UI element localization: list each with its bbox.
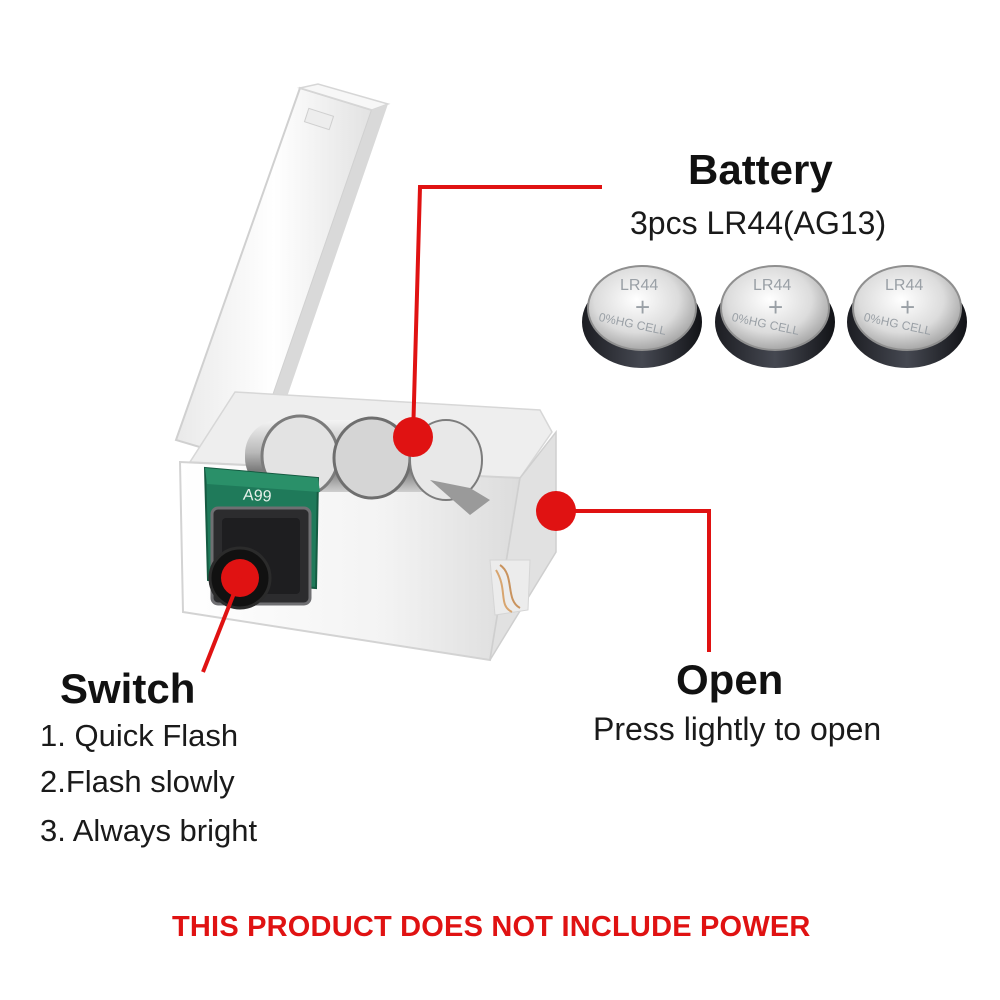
switch-mode-always-bright: 3. Always bright bbox=[40, 813, 258, 848]
cell-plus-mark: + bbox=[900, 292, 915, 322]
switch-title: Switch bbox=[60, 665, 196, 712]
switch-mode-flash-slowly: 2.Flash slowly bbox=[40, 764, 235, 799]
lr44-cell-2: LR44 + 0%HG CELL bbox=[715, 265, 835, 368]
open-subtitle: Press lightly to open bbox=[593, 711, 882, 747]
push-switch[interactable] bbox=[208, 506, 312, 610]
cell-label: LR44 bbox=[620, 277, 658, 294]
switch-mode-quick-flash: 1. Quick Flash bbox=[40, 718, 239, 753]
open-title: Open bbox=[676, 656, 784, 703]
cell-label: LR44 bbox=[753, 277, 791, 294]
open-callout bbox=[536, 491, 711, 652]
cell-plus-mark: + bbox=[635, 292, 650, 322]
pcb-marking: A99 bbox=[242, 487, 272, 506]
box-lid[interactable] bbox=[174, 83, 391, 464]
lr44-cell-1: LR44 + 0%HG CELL bbox=[582, 265, 702, 368]
battery-callout bbox=[393, 185, 602, 457]
cell-label: LR44 bbox=[885, 277, 923, 294]
power-warning: THIS PRODUCT DOES NOT INCLUDE POWER bbox=[172, 911, 811, 943]
lr44-cell-3: LR44 + 0%HG CELL bbox=[847, 265, 967, 368]
switch-callout bbox=[201, 577, 242, 673]
battery-title: Battery bbox=[688, 146, 833, 193]
battery-subtitle: 3pcs LR44(AG13) bbox=[630, 205, 887, 241]
cell-plus-mark: + bbox=[768, 292, 783, 322]
